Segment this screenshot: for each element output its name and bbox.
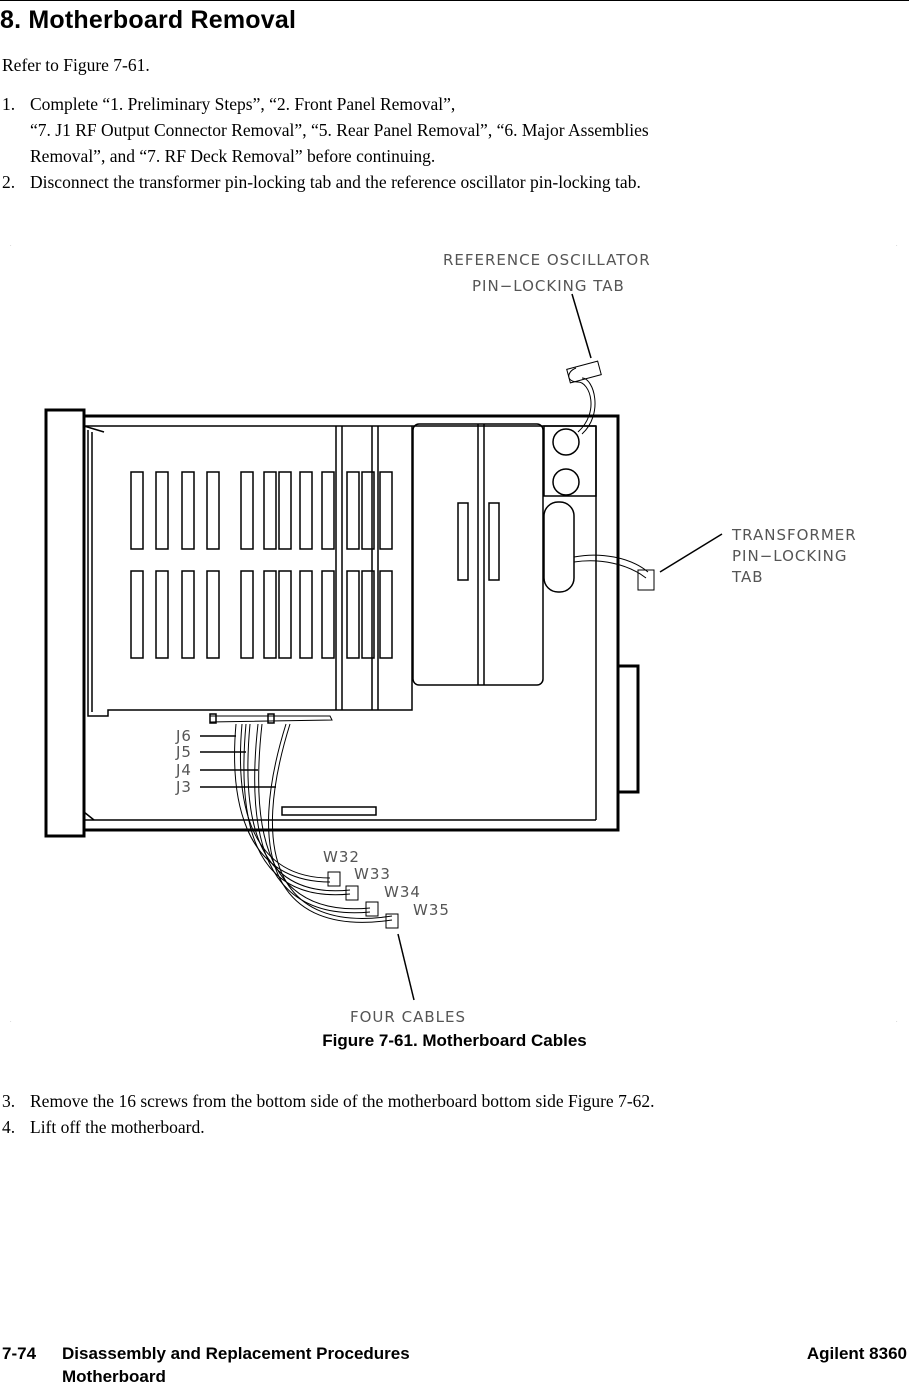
step-number: 4.	[2, 1117, 16, 1137]
connector-label-j4: J4	[175, 761, 192, 779]
callout-transformer-line3: TAB	[731, 568, 764, 586]
step-line: “7. J1 RF Output Connector Removal”, “5.…	[30, 120, 649, 140]
step-line: Disconnect the transformer pin-locking t…	[30, 172, 641, 192]
card-slots-lower	[130, 570, 393, 659]
module-slot	[457, 502, 469, 581]
cable-label-w33: W33	[354, 865, 391, 883]
connector-label-j3: J3	[175, 778, 192, 796]
step-line: Remove the 16 screws from the bottom sid…	[30, 1091, 655, 1111]
callout-ref-osc-line1: REFERENCE OSCILLATOR	[443, 251, 651, 269]
steps-list-before: 1. Complete “1. Preliminary Steps”, “2. …	[0, 91, 890, 195]
figure-motherboard-cables: . . . . REFERENCE OSCILLATOR PIN−LOCKING…	[0, 232, 909, 1032]
motherboard-drawing: . . . . REFERENCE OSCILLATOR PIN−LOCKING…	[10, 242, 898, 1026]
transformer-cable	[573, 533, 723, 591]
rear-bracket	[618, 664, 640, 794]
cable-connector-w34	[365, 901, 379, 917]
cable-label-w35: W35	[413, 901, 450, 919]
connector-block	[267, 713, 275, 724]
chassis-outline	[82, 414, 620, 832]
section-heading: 8. Motherboard Removal	[0, 6, 297, 34]
ref-oscillator-circle	[552, 468, 580, 496]
step-item: 4. Lift off the motherboard.	[0, 1114, 890, 1140]
connector-block	[209, 713, 217, 724]
callout-transformer-line1: TRANSFORMER	[731, 526, 857, 544]
svg-text:.: .	[896, 242, 898, 248]
ref-oscillator-cable	[566, 293, 602, 435]
motherboard-edge	[281, 806, 377, 816]
footer-chapter-title: Disassembly and Replacement Procedures	[62, 1344, 410, 1363]
connector-label-j5: J5	[175, 743, 192, 761]
footer-page-number: 7-74	[2, 1344, 37, 1363]
footer-section-title: Motherboard	[62, 1367, 166, 1386]
top-rule	[0, 0, 909, 1]
step-line: Complete “1. Preliminary Steps”, “2. Fro…	[30, 94, 456, 114]
intro-paragraph: Refer to Figure 7-61.	[2, 55, 150, 75]
svg-text:.: .	[896, 1018, 898, 1024]
cable-label-w34: W34	[384, 883, 421, 901]
step-number: 1.	[2, 94, 16, 114]
callout-transformer-line2: PIN−LOCKING	[732, 547, 847, 565]
step-item: 3. Remove the 16 screws from the bottom …	[0, 1088, 890, 1114]
footer-product-name: Agilent 8360	[806, 1344, 907, 1363]
step-number: 2.	[2, 172, 16, 192]
svg-text:.: .	[10, 1018, 12, 1024]
svg-text:.: .	[10, 242, 12, 248]
card-cage	[87, 426, 413, 717]
step-number: 3.	[2, 1091, 16, 1111]
module-slot	[488, 502, 500, 581]
step-line: Removal”, and “7. RF Deck Removal” befor…	[30, 146, 436, 166]
four-cables	[200, 723, 415, 1001]
connector-label-j6: J6	[175, 727, 192, 745]
step-item: 2. Disconnect the transformer pin-lockin…	[0, 169, 890, 195]
transformer-connector	[637, 569, 655, 591]
cable-connector-w32	[327, 871, 341, 887]
cable-connector-w33	[345, 885, 359, 901]
transformer	[543, 501, 575, 593]
ref-oscillator-circle	[552, 428, 580, 456]
cable-connector-w35	[385, 913, 399, 929]
steps-list-after: 3. Remove the 16 screws from the bottom …	[0, 1088, 890, 1140]
callout-ref-osc-line2: PIN−LOCKING TAB	[472, 277, 625, 295]
callout-four-cables: FOUR CABLES	[350, 1008, 466, 1026]
cable-label-w32: W32	[323, 848, 360, 866]
ref-oscillator-bay	[543, 425, 597, 497]
figure-caption: Figure 7-61. Motherboard Cables	[322, 1031, 587, 1050]
front-panel	[44, 408, 86, 838]
step-line: Lift off the motherboard.	[30, 1117, 205, 1137]
card-slots-upper	[130, 471, 393, 550]
step-item: 1. Complete “1. Preliminary Steps”, “2. …	[0, 91, 890, 169]
